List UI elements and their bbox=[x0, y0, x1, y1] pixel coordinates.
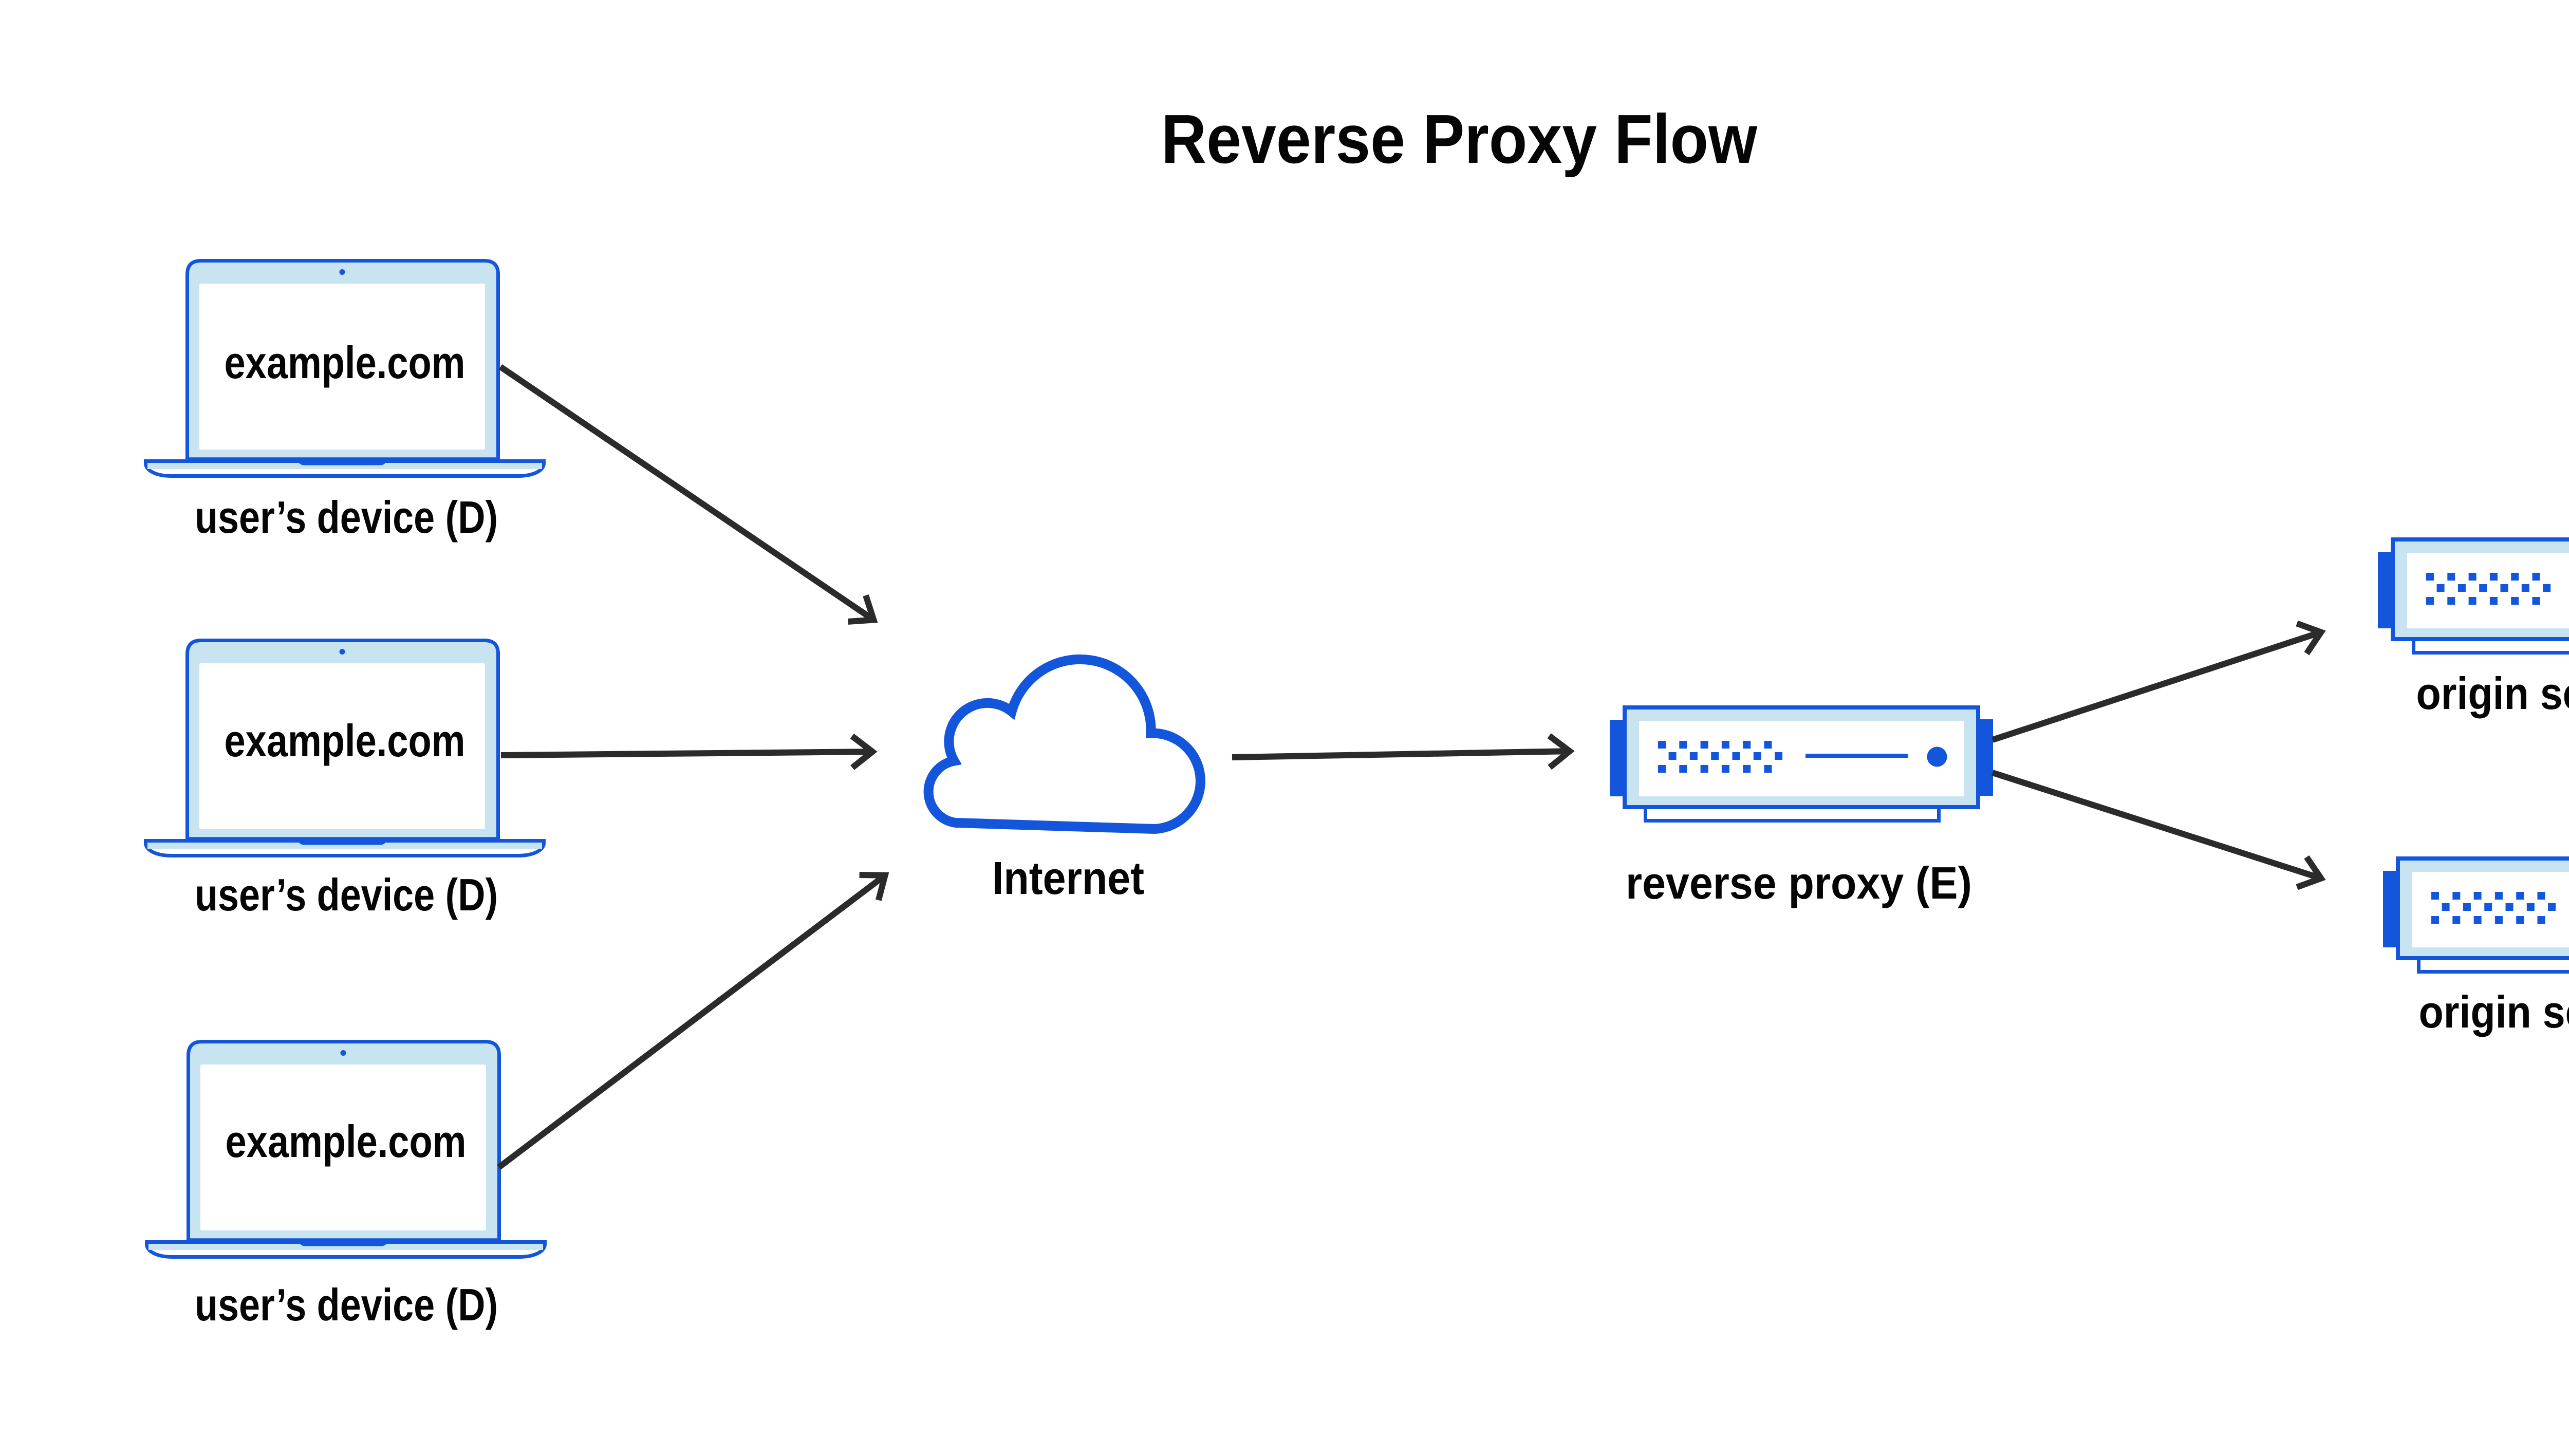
svg-text:reverse proxy (E): reverse proxy (E) bbox=[1626, 857, 1972, 908]
svg-text:user’s device (D): user’s device (D) bbox=[195, 1279, 498, 1330]
svg-text:Internet: Internet bbox=[992, 853, 1144, 904]
svg-text:user’s device (D): user’s device (D) bbox=[195, 869, 498, 920]
svg-text:origin server (F): origin server (F) bbox=[2416, 668, 2569, 719]
svg-text:example.com: example.com bbox=[226, 1116, 467, 1167]
svg-text:origin server (F): origin server (F) bbox=[2419, 986, 2569, 1037]
svg-text:example.com: example.com bbox=[225, 715, 466, 766]
svg-text:example.com: example.com bbox=[225, 337, 466, 388]
svg-text:user’s device (D): user’s device (D) bbox=[195, 492, 498, 543]
svg-text:Reverse Proxy Flow: Reverse Proxy Flow bbox=[1161, 100, 1758, 178]
